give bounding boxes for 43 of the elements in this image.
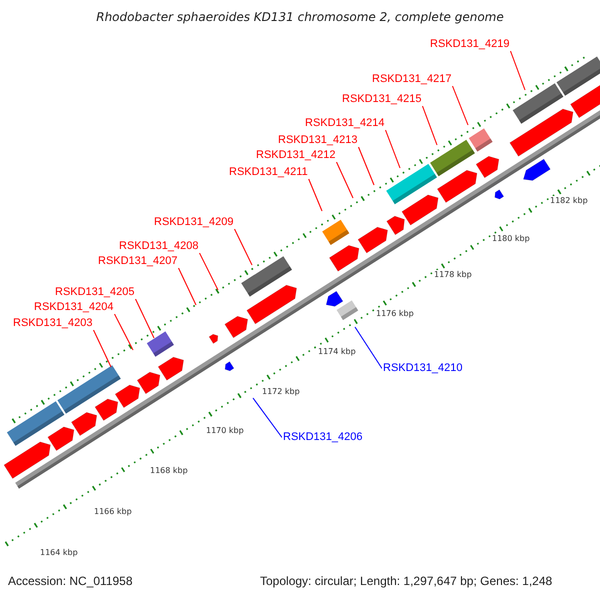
scale-label: 1178 kbp [434, 270, 472, 279]
leader-line [452, 86, 468, 126]
gene-label: RSKD131_4213 [277, 134, 359, 147]
leader-line [234, 228, 252, 266]
leader-line [199, 252, 218, 290]
scale-label: 1180 kbp [492, 234, 530, 243]
scale-label: 1172 kbp [262, 387, 300, 396]
gene-label: RSKD131_4207 [97, 255, 179, 268]
gene-label: RSKD131_4210 [382, 362, 464, 375]
scale-label: 1182 kbp [550, 196, 588, 205]
leader-line [354, 326, 382, 369]
scale-label: 1174 kbp [318, 347, 356, 356]
scale-label: 1170 kbp [206, 426, 244, 435]
gene-label: RSKD131_4204 [33, 301, 115, 314]
leader-line [135, 298, 154, 338]
leader-line [252, 398, 282, 438]
gene-label: RSKD131_4208 [118, 240, 200, 253]
scale-label: 1164 kbp [40, 548, 78, 557]
gene-label: RSKD131_4212 [255, 149, 337, 162]
scale-label: 1168 kbp [150, 466, 188, 475]
gene-label: RSKD131_4219 [429, 38, 511, 51]
leader-line [93, 330, 112, 368]
footer-text: Accession: NC_011958 [8, 574, 133, 588]
gene-label: RSKD131_4205 [54, 286, 136, 299]
leader-line [385, 130, 400, 168]
gene-label: RSKD131_4206 [282, 431, 364, 444]
diagram-title: Rhodobacter sphaeroides KD131 chromosome 2, complete genome [96, 10, 504, 24]
leader-line [336, 162, 354, 198]
footer-text: Topology: circular; Length: 1,297,647 bp; Genes: 1,248 [260, 574, 552, 588]
scale-label: 1166 kbp [94, 507, 132, 516]
leader-line [308, 178, 322, 212]
scale-label: 1176 kbp [376, 309, 414, 318]
gene-label: RSKD131_4209 [153, 216, 235, 229]
gene-label: RSKD131_4217 [371, 73, 453, 86]
leader-line [178, 268, 196, 306]
gene-label: RSKD131_4215 [341, 93, 423, 106]
gene-label: RSKD131_4211 [228, 166, 309, 179]
leader-line [114, 314, 134, 350]
leader-line [358, 146, 374, 186]
gene-label: RSKD131_4203 [12, 317, 94, 330]
leader-line [422, 106, 438, 146]
leader-line [510, 50, 526, 90]
gene-label: RSKD131_4214 [304, 117, 386, 130]
